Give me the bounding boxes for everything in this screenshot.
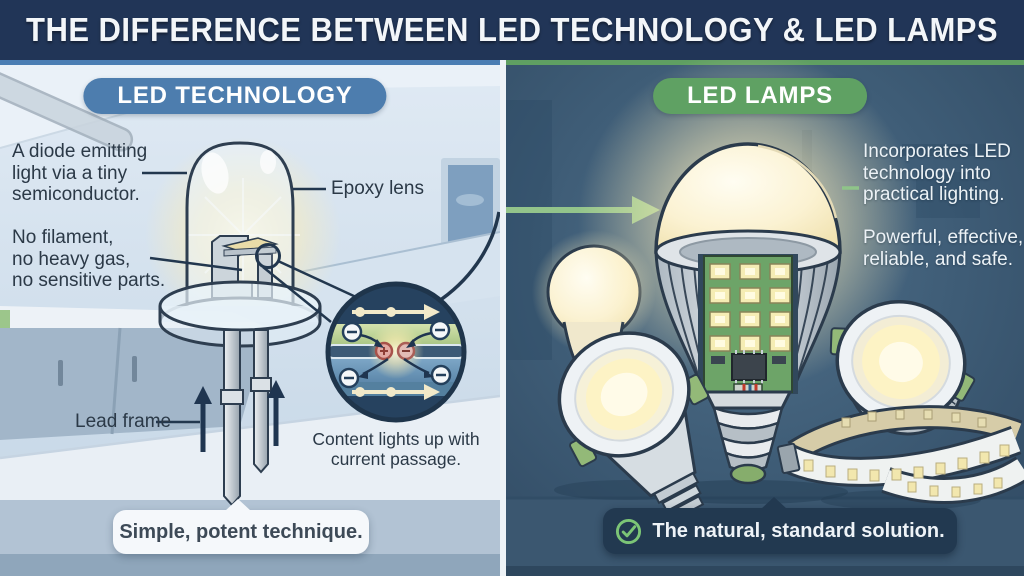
led-strip-illustration [776,405,1024,504]
panel-divider [500,60,506,576]
incorporates-note: Incorporates LED technology into practic… [863,141,1011,205]
right-footer-bubble: The natural, standard solution. [603,497,957,554]
flow-connector-curve [435,211,500,305]
title-bar: THE DIFFERENCE BETWEEN LED TECHNOLOGY & … [0,0,1024,60]
ic-chip [731,350,767,384]
strip-led-chips [803,444,1010,498]
led-technology-illustration [0,60,500,576]
right-footer-text: The natural, standard solution. [652,519,945,542]
powerful-note: Powerful, effective, reliable, and safe. [863,227,1024,270]
led-lamps-header: LED LAMPS [653,78,867,114]
spotlight-lamp-illustration [557,331,710,528]
magnifier-caption: Content lights up with current passage. [312,429,480,469]
lead-frame-label: Lead frame [75,411,172,432]
left-footer-text: Simple, potent technique. [119,520,363,543]
magnifier-circle [325,281,467,423]
bubble-pointer [225,499,251,511]
up-arrow-icon [194,380,285,452]
led-technology-panel [0,60,500,576]
epoxy-lens-label: Epoxy lens [331,178,424,199]
led-diode-illustration [158,141,322,507]
zoom-source-circle [255,243,281,269]
left-footer-bubble: Simple, potent technique. [113,499,369,554]
callout-lines [142,171,326,424]
ceiling-light-icon [0,60,134,152]
filament-note: No filament, no heavy gas, no sensitive … [12,227,166,291]
electron-icons [338,319,452,389]
main-title: THE DIFFERENCE BETWEEN LED TECHNOLOGY & … [25,11,999,48]
led-chips [709,263,791,352]
bubble-pointer [761,497,787,509]
led-bulb-cutaway-illustration [578,60,918,485]
zoom-cone-lines [262,259,357,323]
check-icon [615,518,642,545]
led-technology-header: LED TECHNOLOGY [83,78,387,114]
diode-note: A diode emitting light via a tiny semico… [12,141,148,205]
